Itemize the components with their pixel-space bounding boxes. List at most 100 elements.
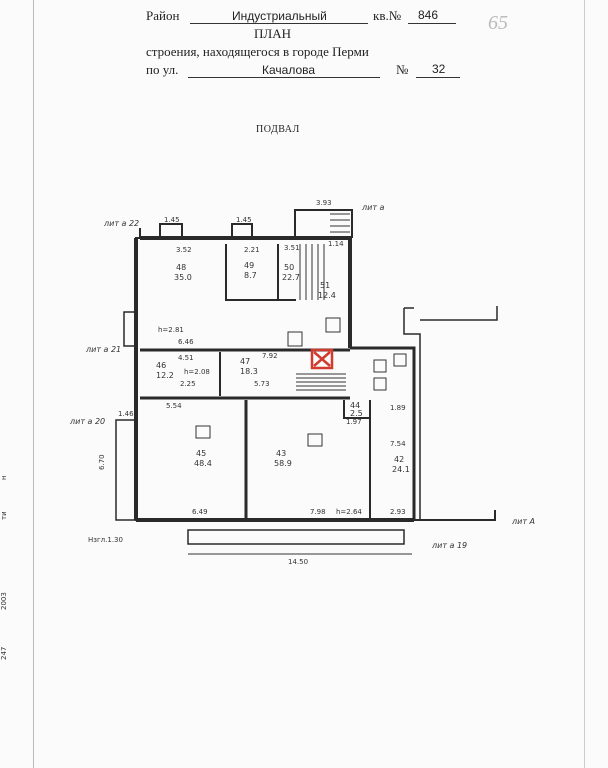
room-id-45: 45 bbox=[196, 449, 206, 458]
svg-text:2003: 2003 bbox=[0, 592, 8, 610]
dim-label: 7.54 bbox=[390, 440, 406, 448]
dim-label: 5.54 bbox=[166, 402, 182, 410]
building-line: строения, находящегося в городе Перми bbox=[146, 44, 369, 59]
dim-label-elevation: Нзгл.1.30 bbox=[88, 536, 123, 544]
fixture-box bbox=[307, 433, 323, 447]
litera-label: лит а 22 bbox=[103, 219, 139, 228]
wall-48-49 bbox=[225, 244, 296, 301]
margin-stamp: н ти 2003 247 bbox=[0, 475, 8, 660]
district-underline bbox=[190, 23, 368, 24]
svg-text:н: н bbox=[0, 475, 8, 480]
litera-labels: лит а 22 лит а лит а 21 лит а 20 лит А л… bbox=[69, 203, 535, 550]
east-wing-wall bbox=[350, 346, 416, 520]
dim-label: h=2.64 bbox=[336, 508, 362, 516]
house-label: № bbox=[396, 62, 409, 77]
dim-label: 2.25 bbox=[180, 380, 196, 388]
dim-label: 1.45 bbox=[236, 216, 252, 224]
room-area-46: 12.2 bbox=[156, 371, 174, 380]
room-area-47: 18.3 bbox=[240, 367, 258, 376]
binding-margin-line bbox=[33, 0, 34, 768]
svg-text:ти: ти bbox=[0, 511, 8, 520]
room-id-42: 42 bbox=[394, 455, 404, 464]
fixture-box bbox=[325, 317, 341, 333]
stairs bbox=[296, 213, 350, 391]
litera-label: лит а 21 bbox=[85, 345, 121, 354]
dim-label: 3.52 bbox=[176, 246, 192, 254]
dim-label: 6.46 bbox=[178, 338, 194, 346]
floor-title: ПОДВАЛ bbox=[256, 124, 300, 135]
dim-label: 1.14 bbox=[328, 240, 344, 248]
top-stair-pit bbox=[294, 209, 353, 238]
room-id-48: 48 bbox=[176, 263, 186, 272]
room-area-51: 12.4 bbox=[318, 291, 336, 300]
room-area-44: 2.5 bbox=[350, 409, 363, 418]
quarter-label: кв.№ bbox=[373, 8, 402, 23]
room-area-50: 22.7 bbox=[282, 273, 300, 282]
room-id-44: 44 bbox=[350, 401, 360, 410]
left-window-pit bbox=[123, 311, 136, 347]
left-entrance-pit bbox=[115, 419, 136, 521]
room-area-42: 24.1 bbox=[392, 465, 410, 474]
dim-label-total-width: 14.50 bbox=[288, 558, 308, 566]
fixture-box bbox=[373, 359, 387, 373]
page-edge-line bbox=[584, 0, 585, 768]
room-id-47: 47 bbox=[240, 357, 250, 366]
dim-label: 2.93 bbox=[390, 508, 406, 516]
dim-label: 3.51 bbox=[284, 244, 300, 252]
room-area-48: 35.0 bbox=[174, 273, 192, 282]
dim-label: 4.51 bbox=[178, 354, 194, 362]
room-id-51: 51 bbox=[320, 281, 330, 290]
litera-label: лит а 19 bbox=[431, 541, 467, 550]
dim-label: 1.46 bbox=[118, 410, 134, 418]
svg-text:247: 247 bbox=[0, 647, 8, 660]
dim-label: 1.45 bbox=[164, 216, 180, 224]
dim-label: 1.97 bbox=[346, 418, 362, 426]
district-value: Индустриальный bbox=[232, 9, 327, 23]
right-extension-outline bbox=[403, 308, 421, 520]
outer-wall-top bbox=[140, 236, 352, 348]
room-id-43: 43 bbox=[276, 449, 286, 458]
quarter-value: 846 bbox=[418, 8, 439, 22]
house-value: 32 bbox=[432, 62, 446, 76]
room-labels: 48 35.0 49 8.7 50 22.7 51 12.4 46 12.2 4… bbox=[156, 261, 410, 474]
room-area-45: 48.4 bbox=[194, 459, 212, 468]
litera-label: лит а bbox=[361, 203, 385, 212]
district-label: Район bbox=[146, 8, 180, 23]
bottom-blind-area bbox=[187, 529, 405, 545]
dim-label: 7.92 bbox=[262, 352, 278, 360]
plan-walls bbox=[115, 209, 498, 545]
dim-label: h=2.81 bbox=[158, 326, 184, 334]
dim-label: h=2.08 bbox=[184, 368, 210, 376]
entrance-marker bbox=[310, 348, 334, 370]
dim-label: 2.21 bbox=[244, 246, 260, 254]
fixture-box bbox=[195, 425, 211, 439]
street-value: Качалова bbox=[262, 63, 316, 77]
room-id-49: 49 bbox=[244, 261, 254, 270]
room-area-49: 8.7 bbox=[244, 271, 257, 280]
litera-label: лит А bbox=[511, 517, 535, 526]
fixture-box bbox=[373, 377, 387, 391]
litera-label: лит а 20 bbox=[69, 417, 105, 426]
dimension-labels: 1.45 1.45 3.93 3.52 2.21 3.51 1.14 6.46 … bbox=[88, 199, 406, 566]
dim-label: 6.70 bbox=[98, 454, 106, 470]
dim-label: 1.89 bbox=[390, 404, 406, 412]
fixture-box bbox=[287, 331, 303, 347]
fixture-box bbox=[393, 353, 407, 367]
plan-title: ПЛАН bbox=[254, 26, 291, 41]
pit-2 bbox=[231, 223, 253, 238]
street-underline bbox=[188, 77, 380, 78]
right-extension-top bbox=[420, 306, 498, 321]
quarter-underline bbox=[408, 23, 456, 24]
room-id-50: 50 bbox=[284, 263, 294, 272]
house-underline bbox=[416, 77, 460, 78]
street-label: по ул. bbox=[146, 62, 179, 77]
dim-label: 5.73 bbox=[254, 380, 270, 388]
fixtures bbox=[195, 317, 407, 447]
dim-label: 7.98 bbox=[310, 508, 326, 516]
room-44 bbox=[343, 400, 370, 419]
dim-label: 6.49 bbox=[192, 508, 208, 516]
page-mark-handwritten: 65 bbox=[488, 12, 508, 34]
room-area-43: 58.9 bbox=[274, 459, 292, 468]
